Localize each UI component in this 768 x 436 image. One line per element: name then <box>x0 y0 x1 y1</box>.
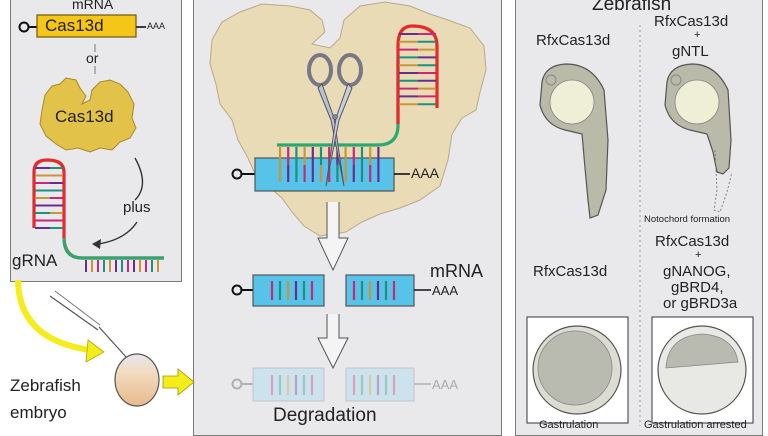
notochord-caption: Notochord formation <box>644 214 731 225</box>
cas13d-complex-protein-icon <box>209 1 487 237</box>
treated-bottom-line1: RfxCas13d <box>655 233 730 250</box>
plus-label: plus <box>123 199 151 216</box>
cap-icon <box>231 284 243 296</box>
polya-cleaved-label: AAA <box>432 283 459 298</box>
grna-hairpin-bound <box>277 24 439 147</box>
injection-arrowhead-icon <box>85 339 105 363</box>
degraded-mrna <box>231 367 431 402</box>
degradation-label: Degradation <box>273 405 377 426</box>
treated-bottom-plus: + <box>695 249 702 261</box>
polya-top-label: AAA <box>411 165 440 181</box>
embryo-label-line1: Zebrafish <box>10 376 81 395</box>
down-arrow-2 <box>317 314 349 370</box>
treated-bottom-line2: gNANOG, <box>663 263 731 280</box>
plus-arrow-lower <box>97 221 138 245</box>
treated-top-line1: RfxCas13d <box>654 13 729 30</box>
control-larva-icon <box>539 63 609 219</box>
cleaved-mrna <box>231 274 431 307</box>
treated-top-line2: gNTL <box>672 43 709 60</box>
zebrafish-embryo-icon <box>114 353 160 407</box>
grna-hairpin-left <box>32 158 164 272</box>
zebrafish-title: Zebrafish <box>592 0 672 15</box>
polya-label: AAA <box>147 21 166 31</box>
grna-label: gRNA <box>12 251 58 270</box>
mrna-cleaved-title: mRNA <box>430 261 483 281</box>
down-arrow-1 <box>317 202 349 272</box>
control-bottom-label: RfxCas13d <box>533 263 608 280</box>
injection-arrow <box>15 281 91 353</box>
treated-bottom-line4: or gBRD3a <box>663 295 738 312</box>
gntl-larva-icon <box>664 63 733 213</box>
cas13d-gene-label: Cas13d <box>45 16 104 35</box>
cap-icon <box>231 168 243 180</box>
delivery-arrow-icon <box>162 368 195 396</box>
or-label: or <box>86 50 99 66</box>
treated-bottom-caption: Gastrulation arrested <box>644 419 747 431</box>
diagram-graphics <box>15 1 754 426</box>
embryo-label-line2: embryo <box>10 403 67 422</box>
plus-arrow-upper <box>134 157 144 201</box>
cas13d-gene-box <box>36 14 137 38</box>
missing-tail-outline <box>713 149 733 213</box>
mrna-label: mRNA <box>72 0 114 12</box>
control-top-label: RfxCas13d <box>536 32 611 49</box>
control-bottom-caption: Gastrulation <box>539 419 599 431</box>
arrowhead-icon <box>92 239 101 249</box>
cap-icon <box>18 21 30 33</box>
treated-bottom-line3: gBRD4, <box>671 279 724 296</box>
treated-top-plus: + <box>694 29 701 41</box>
injection-needle-icon <box>49 290 128 359</box>
cas13d-protein-icon <box>39 77 137 153</box>
scissors-icon <box>307 53 363 187</box>
cas13d-protein-label: Cas13d <box>55 107 114 126</box>
polya-degraded-label: AAA <box>432 377 459 392</box>
cap-icon <box>231 378 243 390</box>
target-mrna-bound <box>231 147 410 192</box>
cas13d-mrna-construct <box>18 14 146 38</box>
